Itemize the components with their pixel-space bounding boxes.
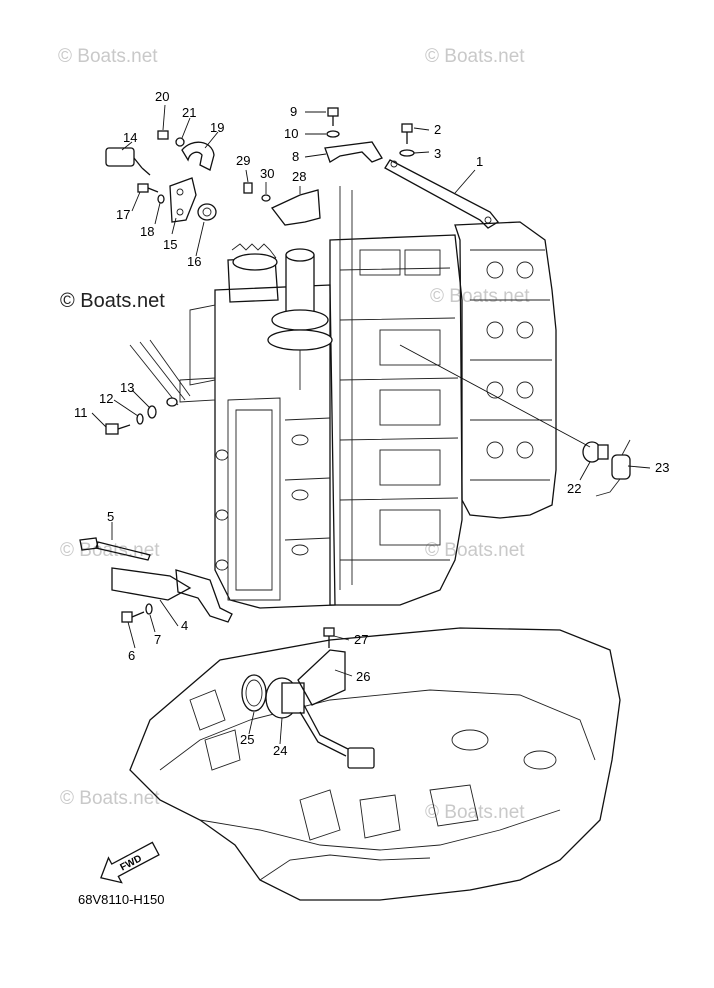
watermark: © Boats.net [60,788,160,809]
callout-11: 11 [74,405,88,420]
part-26-holder [297,649,346,706]
engine-block [179,186,557,609]
part-7-washer [145,603,153,615]
callout-1: 1 [476,154,483,169]
watermarks: © Boats.net © Boats.net © Boats.net © Bo… [58,46,530,823]
callout-15: 15 [163,237,177,252]
part-29-bolt [243,182,253,194]
diagram-code: 68V8110-H150 [78,892,165,907]
callout-26: 26 [356,669,370,684]
part-19-clamp [181,141,215,171]
callout-20: 20 [155,89,169,104]
fwd-arrow: FWD [100,841,160,884]
callout-19: 19 [210,120,224,135]
callout-7: 7 [154,632,161,647]
callout-2: 2 [434,122,441,137]
part-11-13-leads [105,339,191,435]
part-6-bolt [121,611,145,623]
callout-14: 14 [123,130,137,145]
part-3-washer [399,149,415,157]
part-5-band [79,537,151,561]
callout-4: 4 [181,618,188,633]
part-27-bolt [323,627,335,648]
part-28-bracket [270,189,321,226]
callout-29: 29 [236,153,250,168]
callout-9: 9 [290,104,297,119]
callout-18: 18 [140,224,154,239]
watermark: © Boats.net [425,540,525,561]
callout-30: 30 [260,166,274,181]
callout-5: 5 [107,509,114,524]
part-16-grommet [197,203,217,221]
part-22-sensor [582,441,609,463]
callout-8: 8 [292,149,299,164]
part-23-cap [595,439,631,497]
callout-24: 24 [273,743,287,758]
watermark-featured: © Boats.net [60,290,165,312]
fwd-label: FWD [118,853,143,873]
callout-17: 17 [116,207,130,222]
callout-10: 10 [284,126,298,141]
part-14-sensor [105,147,151,176]
part-20-bolt [157,130,169,140]
callout-21: 21 [182,105,196,120]
callout-25: 25 [240,732,254,747]
callout-6: 6 [128,648,135,663]
part-25-oring [241,674,267,712]
callout-22: 22 [567,481,581,496]
part-2-bolt [401,123,413,144]
callout-12: 12 [99,391,113,406]
callout-3: 3 [434,146,441,161]
part-4-bracket [111,567,233,623]
callout-16: 16 [187,254,201,269]
watermark: © Boats.net [430,286,530,307]
part-8-bracket [324,141,383,163]
callouts: 1 2 3 4 5 6 7 8 9 10 11 12 13 14 15 16 1… [74,89,669,758]
watermark: © Boats.net [425,802,525,823]
callout-23: 23 [655,460,669,475]
part-17-screw [137,183,159,193]
watermark: © Boats.net [425,46,525,67]
part-30-washer [261,194,271,202]
bottom-cowling [129,627,621,901]
callout-13: 13 [120,380,134,395]
watermark: © Boats.net [58,46,158,67]
part-24-sensor [265,677,375,769]
leader-lines [91,104,651,745]
part-21-washer [175,137,185,147]
part-10-washer [326,130,340,138]
callout-28: 28 [292,169,306,184]
part-18-washer [157,194,165,204]
part-1-bracket [384,159,499,229]
callout-27: 27 [354,632,368,647]
part-9-bolt [327,107,339,126]
part-15-holder [169,177,197,223]
watermark: © Boats.net [60,540,160,561]
